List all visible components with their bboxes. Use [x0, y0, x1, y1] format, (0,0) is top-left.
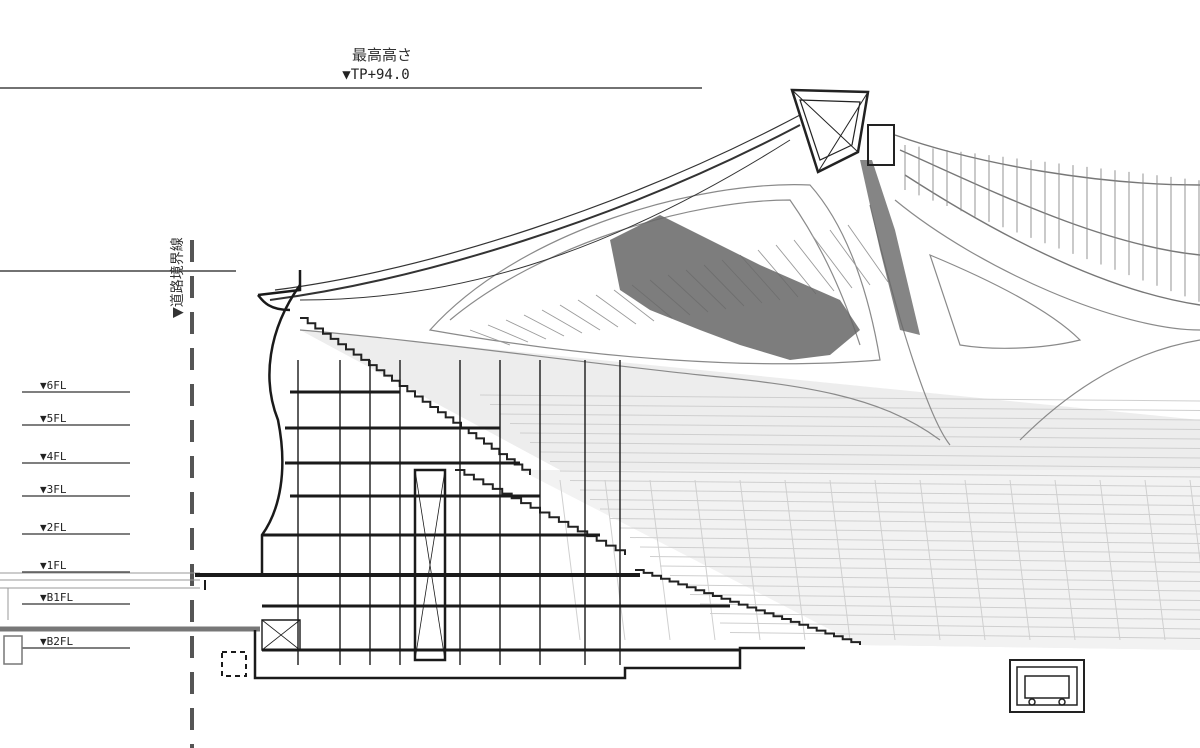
roof-truss-dark [269, 114, 801, 301]
roof-right-sweep [894, 134, 1200, 306]
floor-level-b2fl: ▼B2FL [22, 635, 130, 649]
roof-right-ribs [904, 145, 1200, 302]
building-section [195, 270, 805, 680]
floor-level-4fl: ▼4FL [22, 450, 130, 464]
floor-level-label: ▼1FL [40, 559, 67, 572]
floor-level-3fl: ▼3FL [22, 483, 130, 497]
upper-tier-steps [300, 317, 531, 475]
max-height-title: 最高高さ [352, 46, 412, 64]
floor-level-2fl: ▼2FL [22, 521, 130, 535]
mast-top [790, 88, 895, 174]
floor-level-1fl: ▼1FL [22, 559, 130, 573]
max-height-level: ▼TP+94.0 [342, 67, 409, 83]
floor-level-label: ▼4FL [40, 450, 67, 463]
roof-hanging-cluster [610, 160, 920, 360]
ground-lines [0, 572, 260, 665]
floor-level-label: ▼5FL [40, 412, 67, 425]
floor-level-6fl: ▼6FL [22, 379, 130, 393]
far-seating-light [300, 330, 1200, 650]
equipment-symbol [1009, 659, 1085, 713]
road-boundary-label: ▼道路境界線 [170, 237, 186, 318]
floor-level-b1fl: ▼B1FL [22, 591, 130, 605]
floor-level-5fl: ▼5FL [22, 412, 130, 426]
floor-level-label: ▼3FL [40, 483, 67, 496]
floor-levels: ▼6FL ▼5FL ▼4FL ▼3FL ▼2FL ▼1FL ▼B1FL ▼B2FL [22, 379, 130, 649]
floor-level-label: ▼2FL [40, 521, 67, 534]
floor-level-label: ▼6FL [40, 379, 67, 392]
floor-level-label: ▼B2FL [40, 635, 73, 648]
road-boundary: ▼道路境界線 [0, 237, 236, 748]
floor-level-label: ▼B1FL [40, 591, 73, 604]
roof-far [299, 184, 1200, 446]
max-height-annotation: 最高高さ ▼TP+94.0 [0, 46, 702, 89]
